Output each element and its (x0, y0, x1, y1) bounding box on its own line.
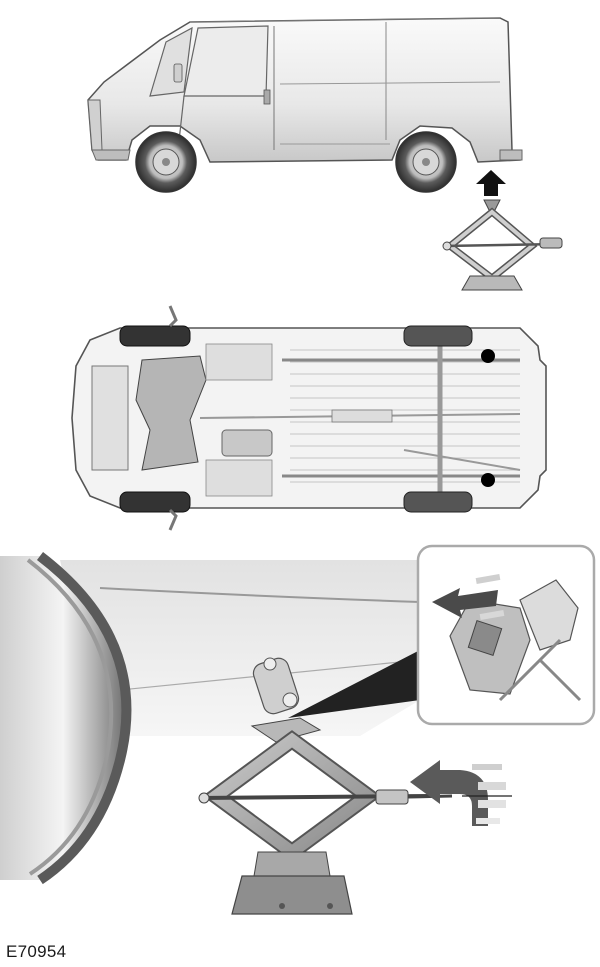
scissor-jack-large (198, 657, 453, 915)
van-side-view (87, 17, 523, 193)
rear-wheel (395, 131, 457, 193)
lift-point-arrow-icon (476, 170, 506, 196)
jack-point-marker (481, 349, 495, 363)
jack-detail-view (0, 544, 596, 915)
van-underside-view (71, 305, 547, 531)
detail-inset (416, 544, 596, 726)
jack-point-marker (481, 473, 495, 487)
underside-wheel-rear-left (403, 325, 473, 347)
scissor-jack-small (442, 199, 563, 291)
underside-wheel-front-left (119, 325, 191, 347)
rotate-handle-arrow-icon (410, 760, 512, 826)
figure-reference-code: E70954 (6, 942, 67, 961)
front-wheel (135, 131, 197, 193)
underside-wheel-rear-right (403, 491, 473, 513)
underside-wheel-front-right (119, 491, 191, 513)
